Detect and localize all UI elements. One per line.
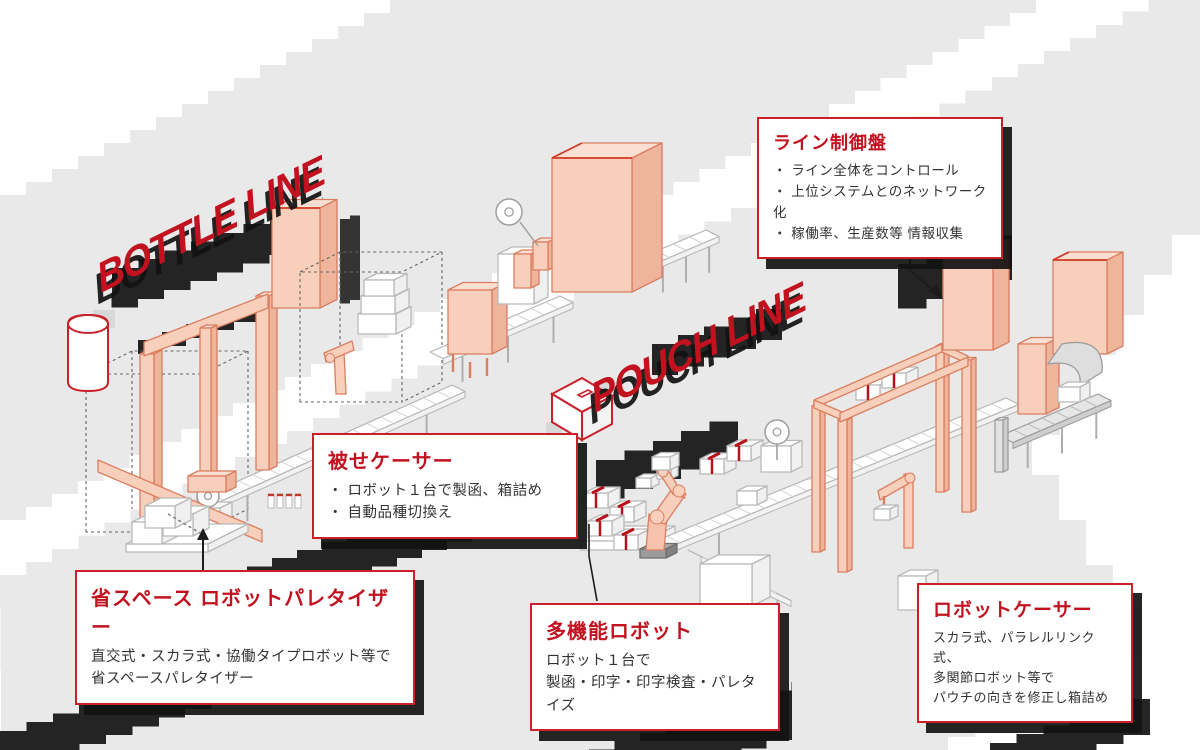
callout-items: ロボット１台で製函・印字・印字検査・パレタイズ	[546, 650, 764, 717]
callout-item: パウチの向きを修正し箱詰め	[933, 690, 1109, 706]
callout-items: ・ ロボット１台で製函、箱詰め・ 自動品種切換え	[328, 480, 562, 525]
callout-item: 製函・印字・印字検査・パレタイズ	[546, 675, 756, 714]
callout-title: ライン制御盤	[773, 133, 887, 153]
machines	[85, 142, 1124, 626]
callout-title: ロボットケーサー	[933, 600, 1093, 621]
callout-title: 省スペース ロボットパレタイザー	[91, 588, 390, 639]
callout-items: ・ ライン全体をコントロール・ 上位システムとのネットワーク化・ 稼働率、生産数…	[773, 161, 987, 245]
callout-item: ・ ライン全体をコントロール	[773, 163, 960, 178]
bottle-cylinder-icon	[67, 310, 115, 393]
callout-kabuse-caser: 被せケーサー ・ ロボット１台で製函、箱詰め・ 自動品種切換え	[312, 433, 578, 539]
callout-item: 直交式・スカラ式・協働タイプロボット等で	[91, 649, 391, 665]
callout-item: ・ ロボット１台で製函、箱詰め	[328, 483, 543, 499]
callout-item: ロボット１台で	[546, 653, 651, 669]
callout-item: 多関節ロボット等で	[933, 670, 1055, 686]
callout-line-control-panel: ライン制御盤 ・ ライン全体をコントロール・ 上位システムとのネットワーク化・ …	[757, 117, 1003, 259]
callout-title: 多機能ロボット	[546, 621, 693, 643]
callout-title: 被せケーサー	[328, 451, 454, 473]
callout-items: 直交式・スカラ式・協働タイプロボット等で省スペースパレタイザー	[91, 646, 399, 691]
callout-robot-caser: ロボットケーサー スカラ式、パラレルリンク式、多関節ロボット等でパウチの向きを修…	[917, 583, 1133, 723]
callout-item: 省スペースパレタイザー	[91, 671, 255, 688]
callout-space-saving-palletizer: 省スペース ロボットパレタイザー 直交式・スカラ式・協働タイプロボット等で省スペ…	[75, 570, 415, 705]
callout-item: ・ 上位システムとのネットワーク化	[773, 183, 987, 220]
callout-items: スカラ式、パラレルリンク式、多関節ロボット等でパウチの向きを修正し箱詰め	[933, 628, 1117, 709]
callout-item: スカラ式、パラレルリンク式、	[933, 630, 1096, 666]
callout-multi-function-robot: 多機能ロボット ロボット１台で製函・印字・印字検査・パレタイズ	[530, 603, 780, 732]
callout-item: ・ 稼働率、生産数等 情報収集	[773, 225, 964, 241]
pouch-box-icon	[546, 376, 620, 442]
callout-item: ・ 自動品種切換え	[328, 505, 453, 522]
